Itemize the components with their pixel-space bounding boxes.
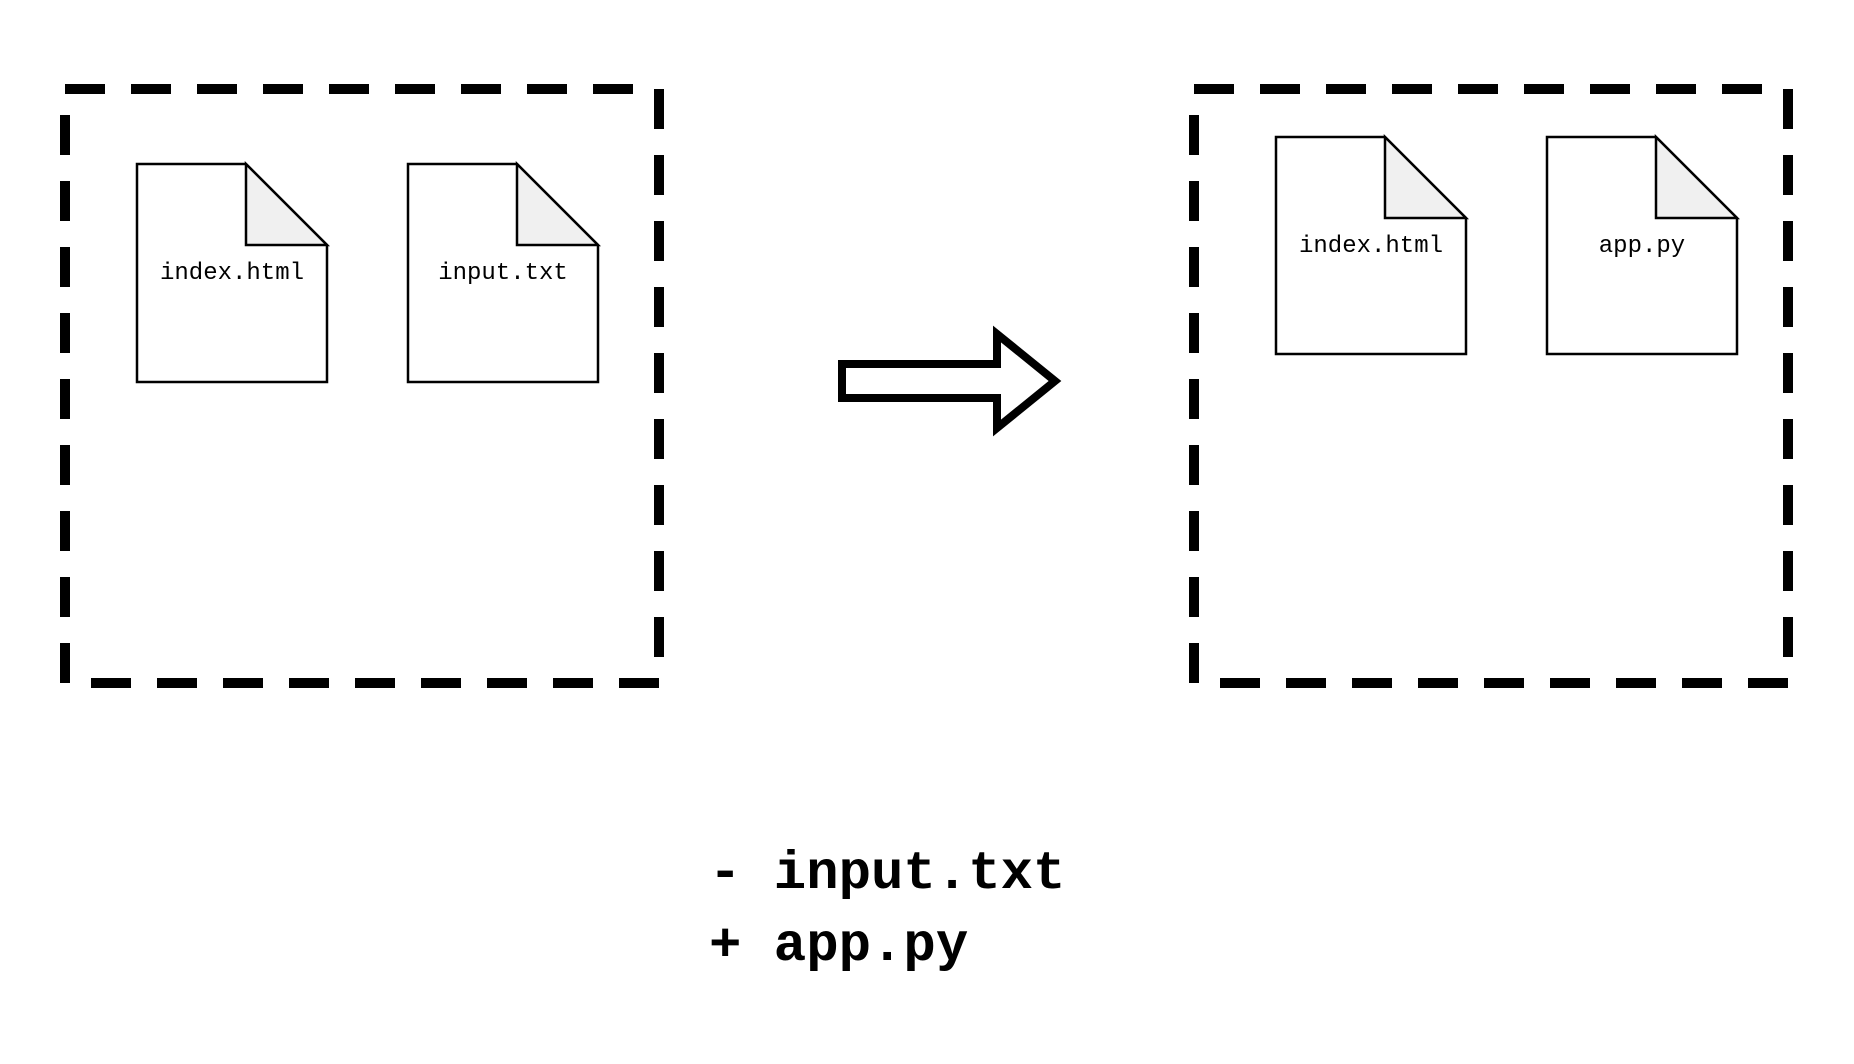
before-file-index: index.html xyxy=(135,160,331,384)
removed-file-line: - input.txt xyxy=(709,844,1065,905)
before-folder-border xyxy=(60,84,664,688)
change-list: - input.txt + app.py xyxy=(709,844,1065,977)
after-file-index: index.html xyxy=(1274,133,1470,356)
page-fold xyxy=(244,160,331,247)
before-folder: index.html input.txt xyxy=(60,84,664,688)
file-label: input.txt xyxy=(438,260,568,287)
after-folder-border xyxy=(1189,84,1793,688)
file-label: index.html xyxy=(1299,233,1443,260)
page-fold xyxy=(515,160,602,247)
before-file-input: input.txt xyxy=(406,160,602,384)
file-label: app.py xyxy=(1599,233,1685,260)
page-fold xyxy=(1654,133,1741,220)
file-label: index.html xyxy=(160,260,304,287)
added-file-line: + app.py xyxy=(709,916,968,977)
after-folder: index.html app.py xyxy=(1189,84,1793,688)
after-file-app: app.py xyxy=(1545,133,1741,356)
right-arrow-icon xyxy=(838,325,1062,437)
page-fold xyxy=(1383,133,1470,220)
